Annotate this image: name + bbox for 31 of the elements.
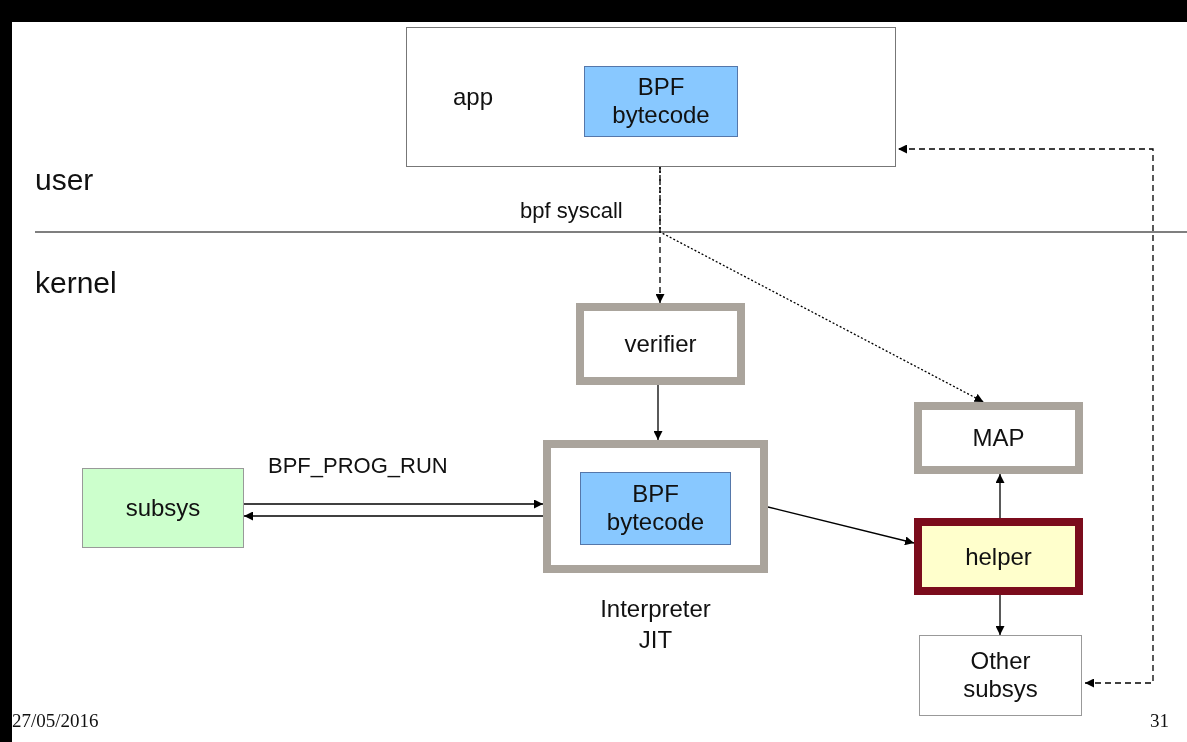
process-box	[580, 472, 731, 545]
arrow	[655, 166, 665, 304]
process-box	[584, 66, 738, 137]
arrow	[995, 594, 1005, 636]
node-label: BPF bytecode	[611, 72, 711, 131]
process-box	[82, 468, 244, 548]
engine-box	[543, 440, 768, 573]
arrow	[243, 511, 544, 521]
region-label: kernel	[35, 266, 117, 300]
process-box	[919, 635, 1082, 716]
arrow	[243, 499, 544, 509]
region-label: user	[35, 163, 94, 197]
node-label: Other subsys	[962, 646, 1039, 705]
node-label: helper	[964, 542, 1033, 571]
node-label: subsys	[124, 493, 202, 523]
node-label: app	[452, 82, 495, 112]
arrow	[897, 144, 1154, 688]
process-box	[576, 303, 745, 385]
app-box	[406, 27, 896, 167]
process-box	[914, 402, 1083, 474]
date-label: 27/05/2016	[12, 710, 99, 732]
page-number: 31	[1150, 710, 1169, 732]
node-label: BPF bytecode	[605, 479, 706, 538]
process-box	[914, 518, 1083, 595]
node-caption: Interpreter JIT	[599, 594, 712, 656]
node-label: MAP	[971, 423, 1026, 453]
arrow	[653, 384, 663, 441]
arrow	[995, 473, 1005, 519]
node-label: verifier	[623, 329, 698, 359]
arrow	[767, 506, 915, 546]
arrow	[659, 166, 985, 403]
